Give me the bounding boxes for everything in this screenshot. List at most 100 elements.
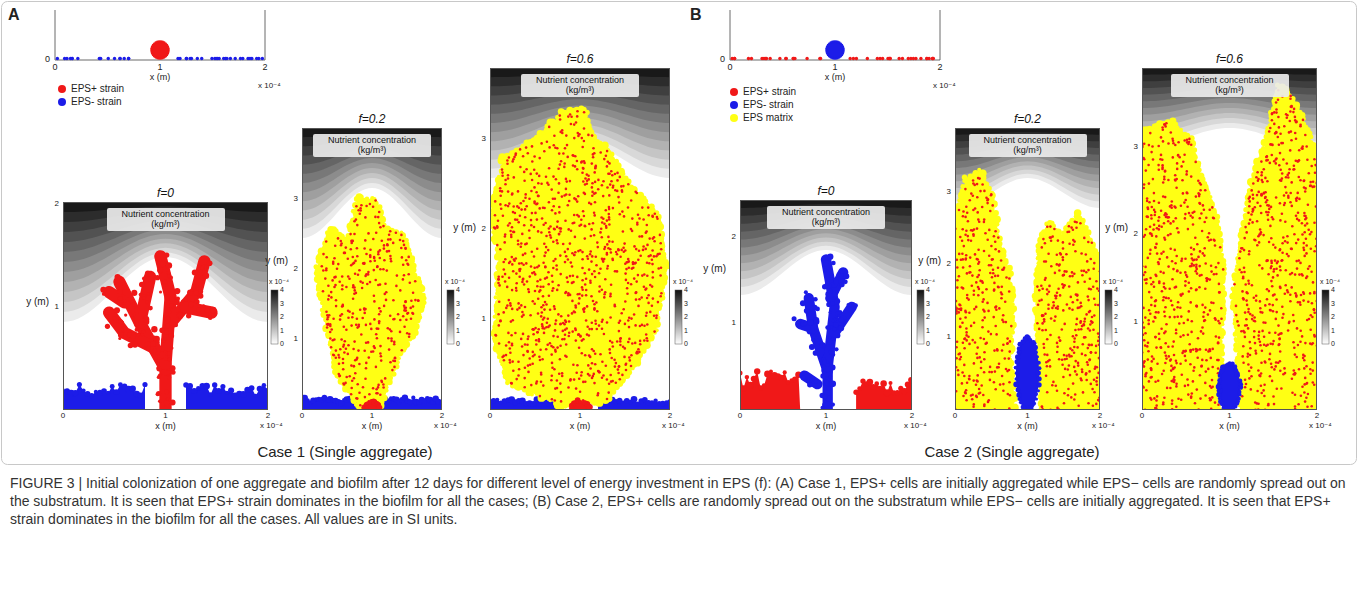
eps-plus-cell xyxy=(606,165,609,168)
cell xyxy=(151,326,157,332)
eps-plus-cell xyxy=(329,325,332,328)
eps-plus-cell xyxy=(340,244,343,247)
nutrient-band xyxy=(490,68,670,114)
eps-plus-cell xyxy=(498,324,501,327)
eps-plus-cell xyxy=(560,391,563,394)
eps-plus-cell xyxy=(353,365,356,368)
eps-plus-cell xyxy=(365,367,368,370)
cell xyxy=(127,333,132,338)
eps-plus-cell xyxy=(536,218,539,221)
eps-plus-cell xyxy=(365,205,368,208)
eps-plus-cell xyxy=(543,308,546,311)
eps-plus-cell xyxy=(541,217,544,220)
eps-plus-cell xyxy=(403,244,406,247)
eps-plus-cell xyxy=(593,171,596,174)
eps-plus-cell xyxy=(602,374,605,377)
eps-plus-cell xyxy=(619,344,622,347)
cell xyxy=(131,290,137,296)
eps-plus-cell xyxy=(395,285,398,288)
eps-plus-cell xyxy=(646,244,649,247)
eps-plus-cell xyxy=(497,278,500,281)
eps-plus-cell xyxy=(660,248,663,251)
eps-plus-cell xyxy=(573,254,576,257)
eps-matrix-edge xyxy=(397,356,401,360)
eps-plus-cell xyxy=(625,268,628,271)
eps-plus-cell xyxy=(375,366,378,369)
eps-plus-cell xyxy=(572,154,575,157)
spread-cell xyxy=(99,57,102,60)
eps-plus-cell xyxy=(548,146,551,149)
eps-plus-cell xyxy=(558,233,561,236)
eps-plus-cell xyxy=(508,156,511,159)
eps-plus-cell xyxy=(569,242,572,245)
spread-cell xyxy=(185,57,188,60)
eps-plus-cell xyxy=(352,298,355,301)
eps-plus-cell xyxy=(651,259,654,262)
eps-plus-cell xyxy=(353,377,356,380)
cell xyxy=(408,399,414,405)
spread-cell xyxy=(118,57,121,60)
cell xyxy=(166,262,173,269)
eps-plus-cell xyxy=(634,292,637,295)
cell xyxy=(174,288,180,294)
eps-plus-cell xyxy=(562,243,565,246)
eps-plus-cell xyxy=(591,255,594,258)
eps-plus-cell xyxy=(524,252,527,255)
eps-plus-cell xyxy=(511,360,514,363)
eps-plus-cell xyxy=(329,331,332,334)
eps-plus-cell xyxy=(338,375,341,378)
eps-plus-cell xyxy=(406,312,409,315)
eps-plus-cell xyxy=(600,228,603,231)
eps-plus-cell xyxy=(364,216,367,219)
eps-plus-cell xyxy=(602,195,605,198)
eps-plus-cell xyxy=(576,168,579,171)
eps-plus-cell xyxy=(356,357,359,360)
eps-plus-cell xyxy=(542,384,545,387)
eps-plus-cell xyxy=(379,268,382,271)
cell xyxy=(134,308,140,314)
eps-plus-cell xyxy=(356,397,359,400)
eps-plus-cell xyxy=(584,237,587,240)
spread-cell xyxy=(248,57,251,60)
eps-plus-cell xyxy=(390,340,393,343)
nutrient-band xyxy=(302,128,442,165)
eps-plus-cell xyxy=(551,275,554,278)
eps-plus-cell xyxy=(356,383,359,386)
eps-plus-cell xyxy=(593,192,596,195)
eps-plus-cell xyxy=(660,292,663,295)
eps-plus-cell xyxy=(609,295,612,298)
cell xyxy=(192,270,198,276)
eps-plus-cell xyxy=(341,288,344,291)
cell xyxy=(105,324,110,329)
spread-cell xyxy=(784,57,787,60)
cell xyxy=(138,392,144,398)
eps-matrix-edge xyxy=(547,118,555,126)
eps-plus-cell xyxy=(643,273,646,276)
eps-plus-cell xyxy=(511,192,514,195)
eps-plus-cell xyxy=(652,237,655,240)
eps-plus-cell xyxy=(327,298,330,301)
eps-plus-cell xyxy=(582,308,585,311)
eps-plus-cell xyxy=(609,293,612,296)
eps-plus-cell xyxy=(535,191,538,194)
eps-plus-cell xyxy=(569,379,572,382)
eps-plus-cell xyxy=(617,372,620,375)
eps-matrix-edge xyxy=(502,369,509,376)
eps-matrix-edge xyxy=(495,300,500,305)
eps-plus-cell xyxy=(589,367,592,370)
eps-plus-cell xyxy=(571,312,574,315)
eps-plus-cell xyxy=(606,267,609,270)
eps-plus-cell xyxy=(621,210,624,213)
eps-plus-cell xyxy=(630,317,633,320)
eps-plus-cell xyxy=(527,288,530,291)
eps-plus-cell xyxy=(574,251,577,254)
eps-plus-cell xyxy=(517,240,520,243)
eps-plus-cell xyxy=(636,222,639,225)
eps-plus-cell xyxy=(501,175,504,178)
spread-cell xyxy=(127,57,130,60)
eps-plus-cell xyxy=(353,289,356,292)
eps-plus-cell xyxy=(596,394,599,397)
eps-plus-cell xyxy=(581,294,584,297)
eps-plus-cell xyxy=(388,234,391,237)
cell xyxy=(129,385,135,391)
